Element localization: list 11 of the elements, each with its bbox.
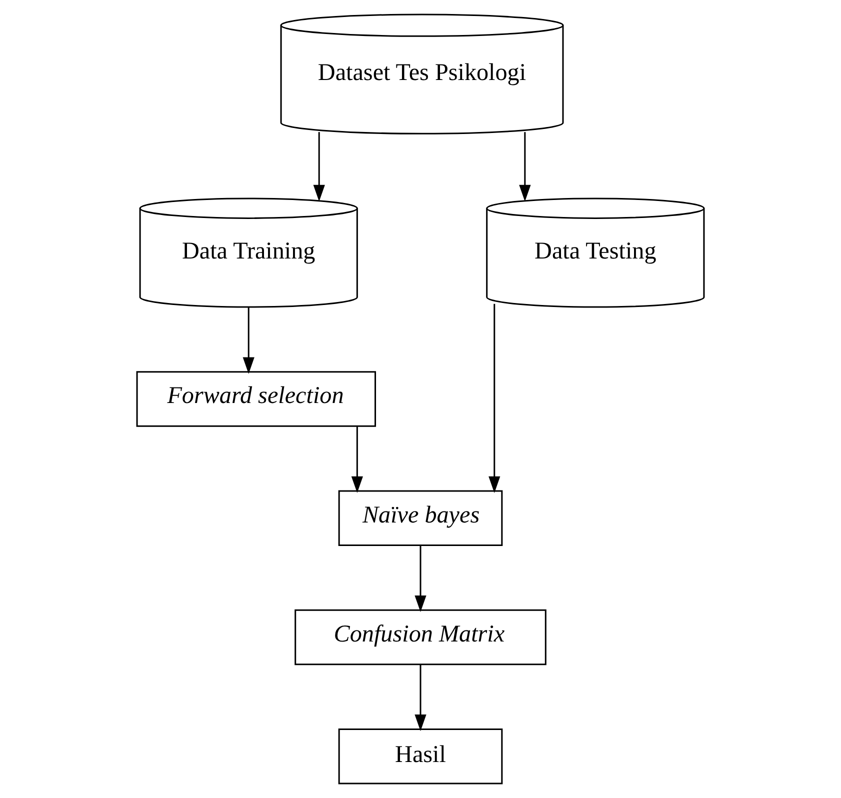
node-box: Confusion Matrix	[294, 609, 546, 666]
node-box: Naïve bayes	[338, 490, 503, 546]
arrow	[313, 132, 325, 202]
arrow	[242, 307, 254, 374]
node-box: Hasil	[338, 728, 503, 784]
node-box: Forward selection	[136, 371, 376, 427]
arrow	[414, 664, 426, 732]
arrow	[351, 426, 363, 493]
arrow	[414, 546, 426, 612]
arrow	[488, 304, 500, 493]
arrow	[519, 132, 531, 202]
